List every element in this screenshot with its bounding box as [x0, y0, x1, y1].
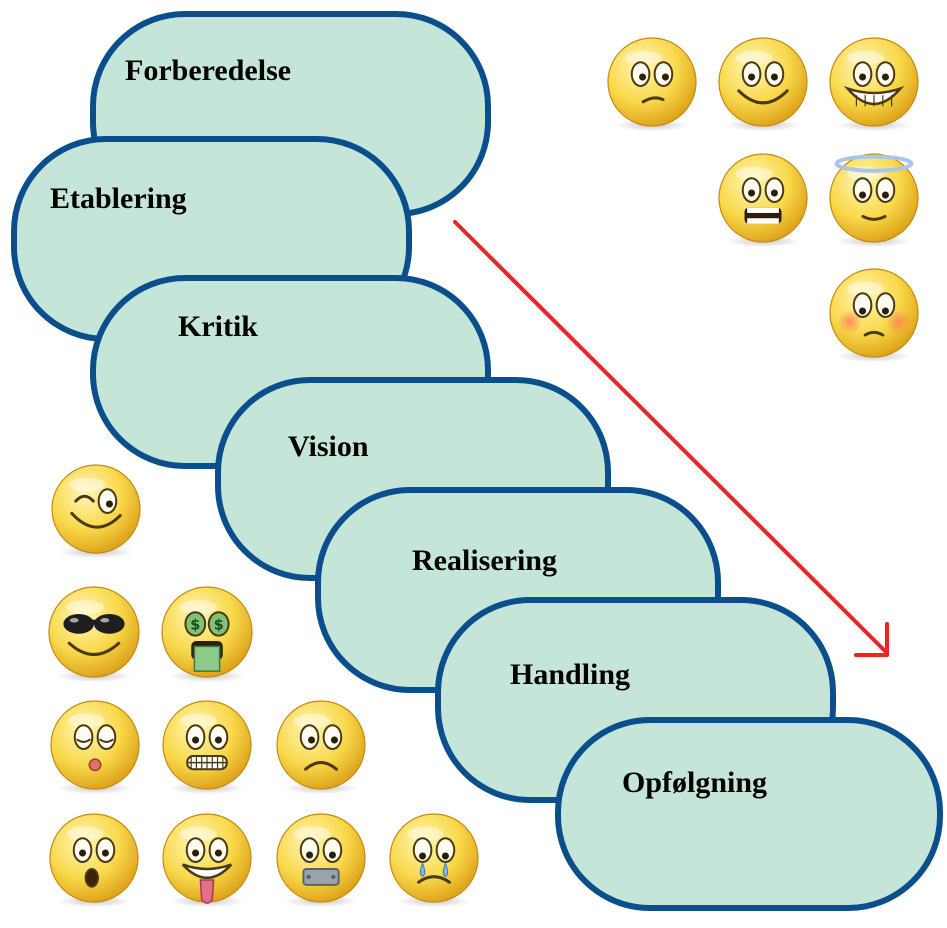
stage-label: Etablering: [50, 182, 187, 215]
grimacing-smiley-icon: [718, 153, 808, 248]
svg-text:$: $: [190, 617, 200, 633]
frowning-smiley-icon: [276, 700, 366, 795]
stage-label: Kritik: [178, 310, 258, 343]
stage-label: Handling: [510, 658, 630, 691]
confused-smiley-icon: [607, 37, 697, 132]
smiley-collection: $$: [48, 37, 919, 908]
sunglasses-smiley-icon: [48, 586, 140, 683]
stage-label: Opfølgning: [622, 766, 767, 799]
surprised-smiley-icon: [49, 813, 139, 908]
stage-label: Realisering: [412, 544, 557, 577]
svg-text:$: $: [214, 617, 224, 633]
teeth-clenched-smiley-icon: [162, 700, 252, 795]
tongue-out-smiley-icon: [162, 813, 252, 908]
money-eyes-smiley-icon: $$: [161, 586, 253, 683]
angel-smiley-icon: [829, 153, 919, 248]
taped-mouth-smiley-icon: [276, 813, 366, 908]
blushing-smiley-icon: [829, 268, 919, 363]
stage-opfølgning: Opfølgning: [555, 717, 943, 911]
grinning-smiley-icon: [829, 37, 919, 132]
stage-label: Forberedelse: [125, 54, 291, 87]
stage-shape: [555, 717, 943, 911]
stage-label: Vision: [288, 430, 369, 463]
smiling-smiley-icon: [718, 37, 808, 132]
crying-smiley-icon: [389, 813, 479, 908]
winking-smiley-icon: [51, 464, 141, 559]
kissing-smiley-icon: [50, 700, 140, 795]
progress-arrow-icon: [453, 220, 889, 657]
process-stages: ForberedelseEtableringKritikVisionRealis…: [11, 11, 943, 911]
